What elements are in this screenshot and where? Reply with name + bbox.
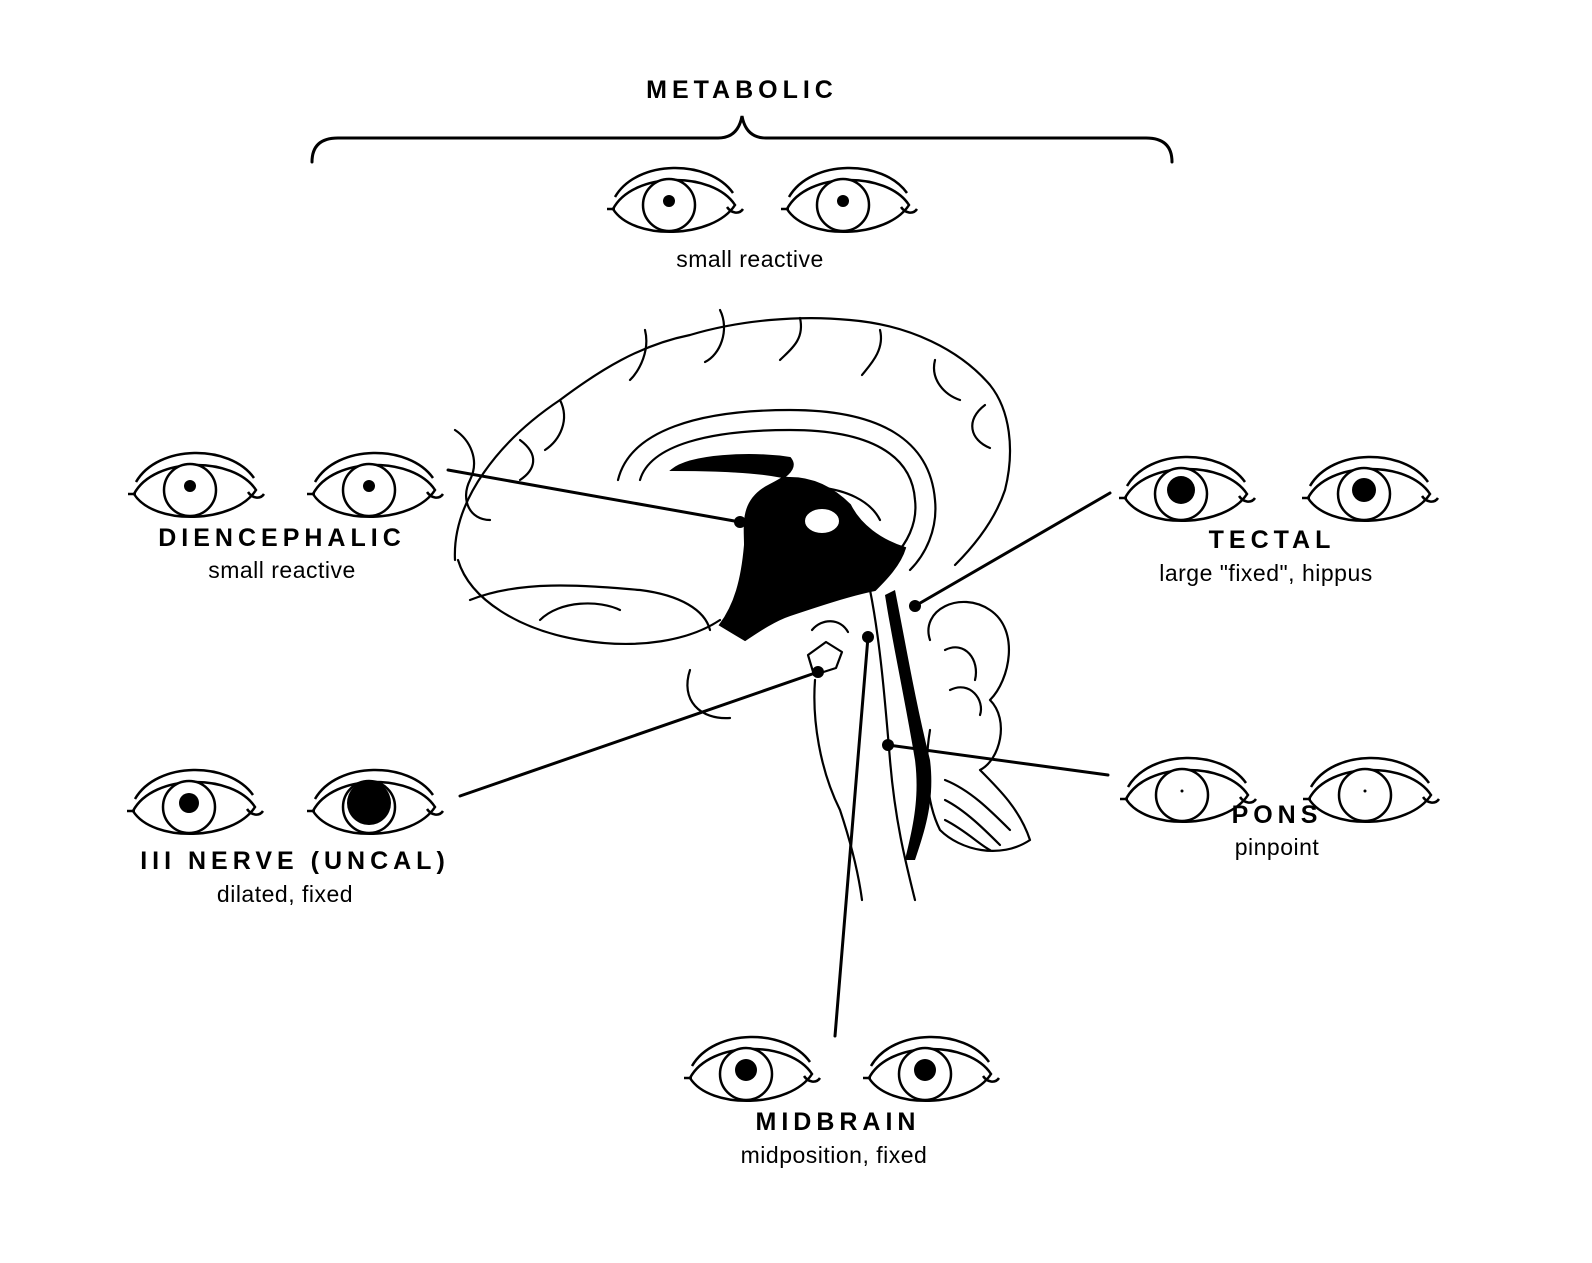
- dot-diencephalic: [734, 516, 746, 528]
- diencephalic-title: DIENCEPHALIC: [158, 524, 406, 552]
- brain-sagittal-illustration: [453, 308, 1032, 902]
- leader-third-nerve: [458, 670, 820, 798]
- leader-lines: [446, 468, 1112, 1038]
- tectal-right-eye-icon: [1302, 455, 1440, 523]
- third-nerve-left-eye-icon: [127, 768, 265, 836]
- diencephalic-desc: small reactive: [208, 557, 356, 583]
- midbrain-title: MIDBRAIN: [756, 1108, 921, 1136]
- metabolic-right-eye-icon: [781, 166, 919, 234]
- leader-pons: [886, 743, 1110, 777]
- metabolic-desc: small reactive: [676, 246, 824, 272]
- pons-right-eye-icon: [1303, 756, 1441, 824]
- leader-midbrain: [833, 635, 870, 1038]
- dot-third-nerve: [812, 666, 824, 678]
- metabolic-title: METABOLIC: [646, 76, 838, 104]
- dot-tectal: [909, 600, 921, 612]
- metabolic-brace: [310, 115, 1174, 164]
- pons-title: PONS: [1232, 801, 1323, 829]
- third-nerve-desc: dilated, fixed: [217, 881, 353, 907]
- midbrain-left-eye-icon: [684, 1035, 822, 1103]
- diencephalic-right-eye-icon: [307, 451, 445, 519]
- leader-diencephalic: [446, 468, 742, 524]
- tectal-left-eye-icon: [1119, 455, 1257, 523]
- pons-left-eye-icon: [1120, 756, 1258, 824]
- third-nerve-title: III NERVE (UNCAL): [140, 847, 450, 875]
- dot-pons: [882, 739, 894, 751]
- dot-midbrain: [862, 631, 874, 643]
- diencephalic-left-eye-icon: [128, 451, 266, 519]
- tectal-desc: large "fixed", hippus: [1159, 560, 1373, 586]
- pons-desc: pinpoint: [1235, 834, 1320, 860]
- midbrain-desc: midposition, fixed: [741, 1142, 928, 1168]
- third-nerve-right-eye-icon: [307, 768, 445, 836]
- tectal-title: TECTAL: [1209, 526, 1336, 554]
- midbrain-right-eye-icon: [863, 1035, 1001, 1103]
- metabolic-left-eye-icon: [607, 166, 745, 234]
- leader-tectal: [913, 491, 1112, 608]
